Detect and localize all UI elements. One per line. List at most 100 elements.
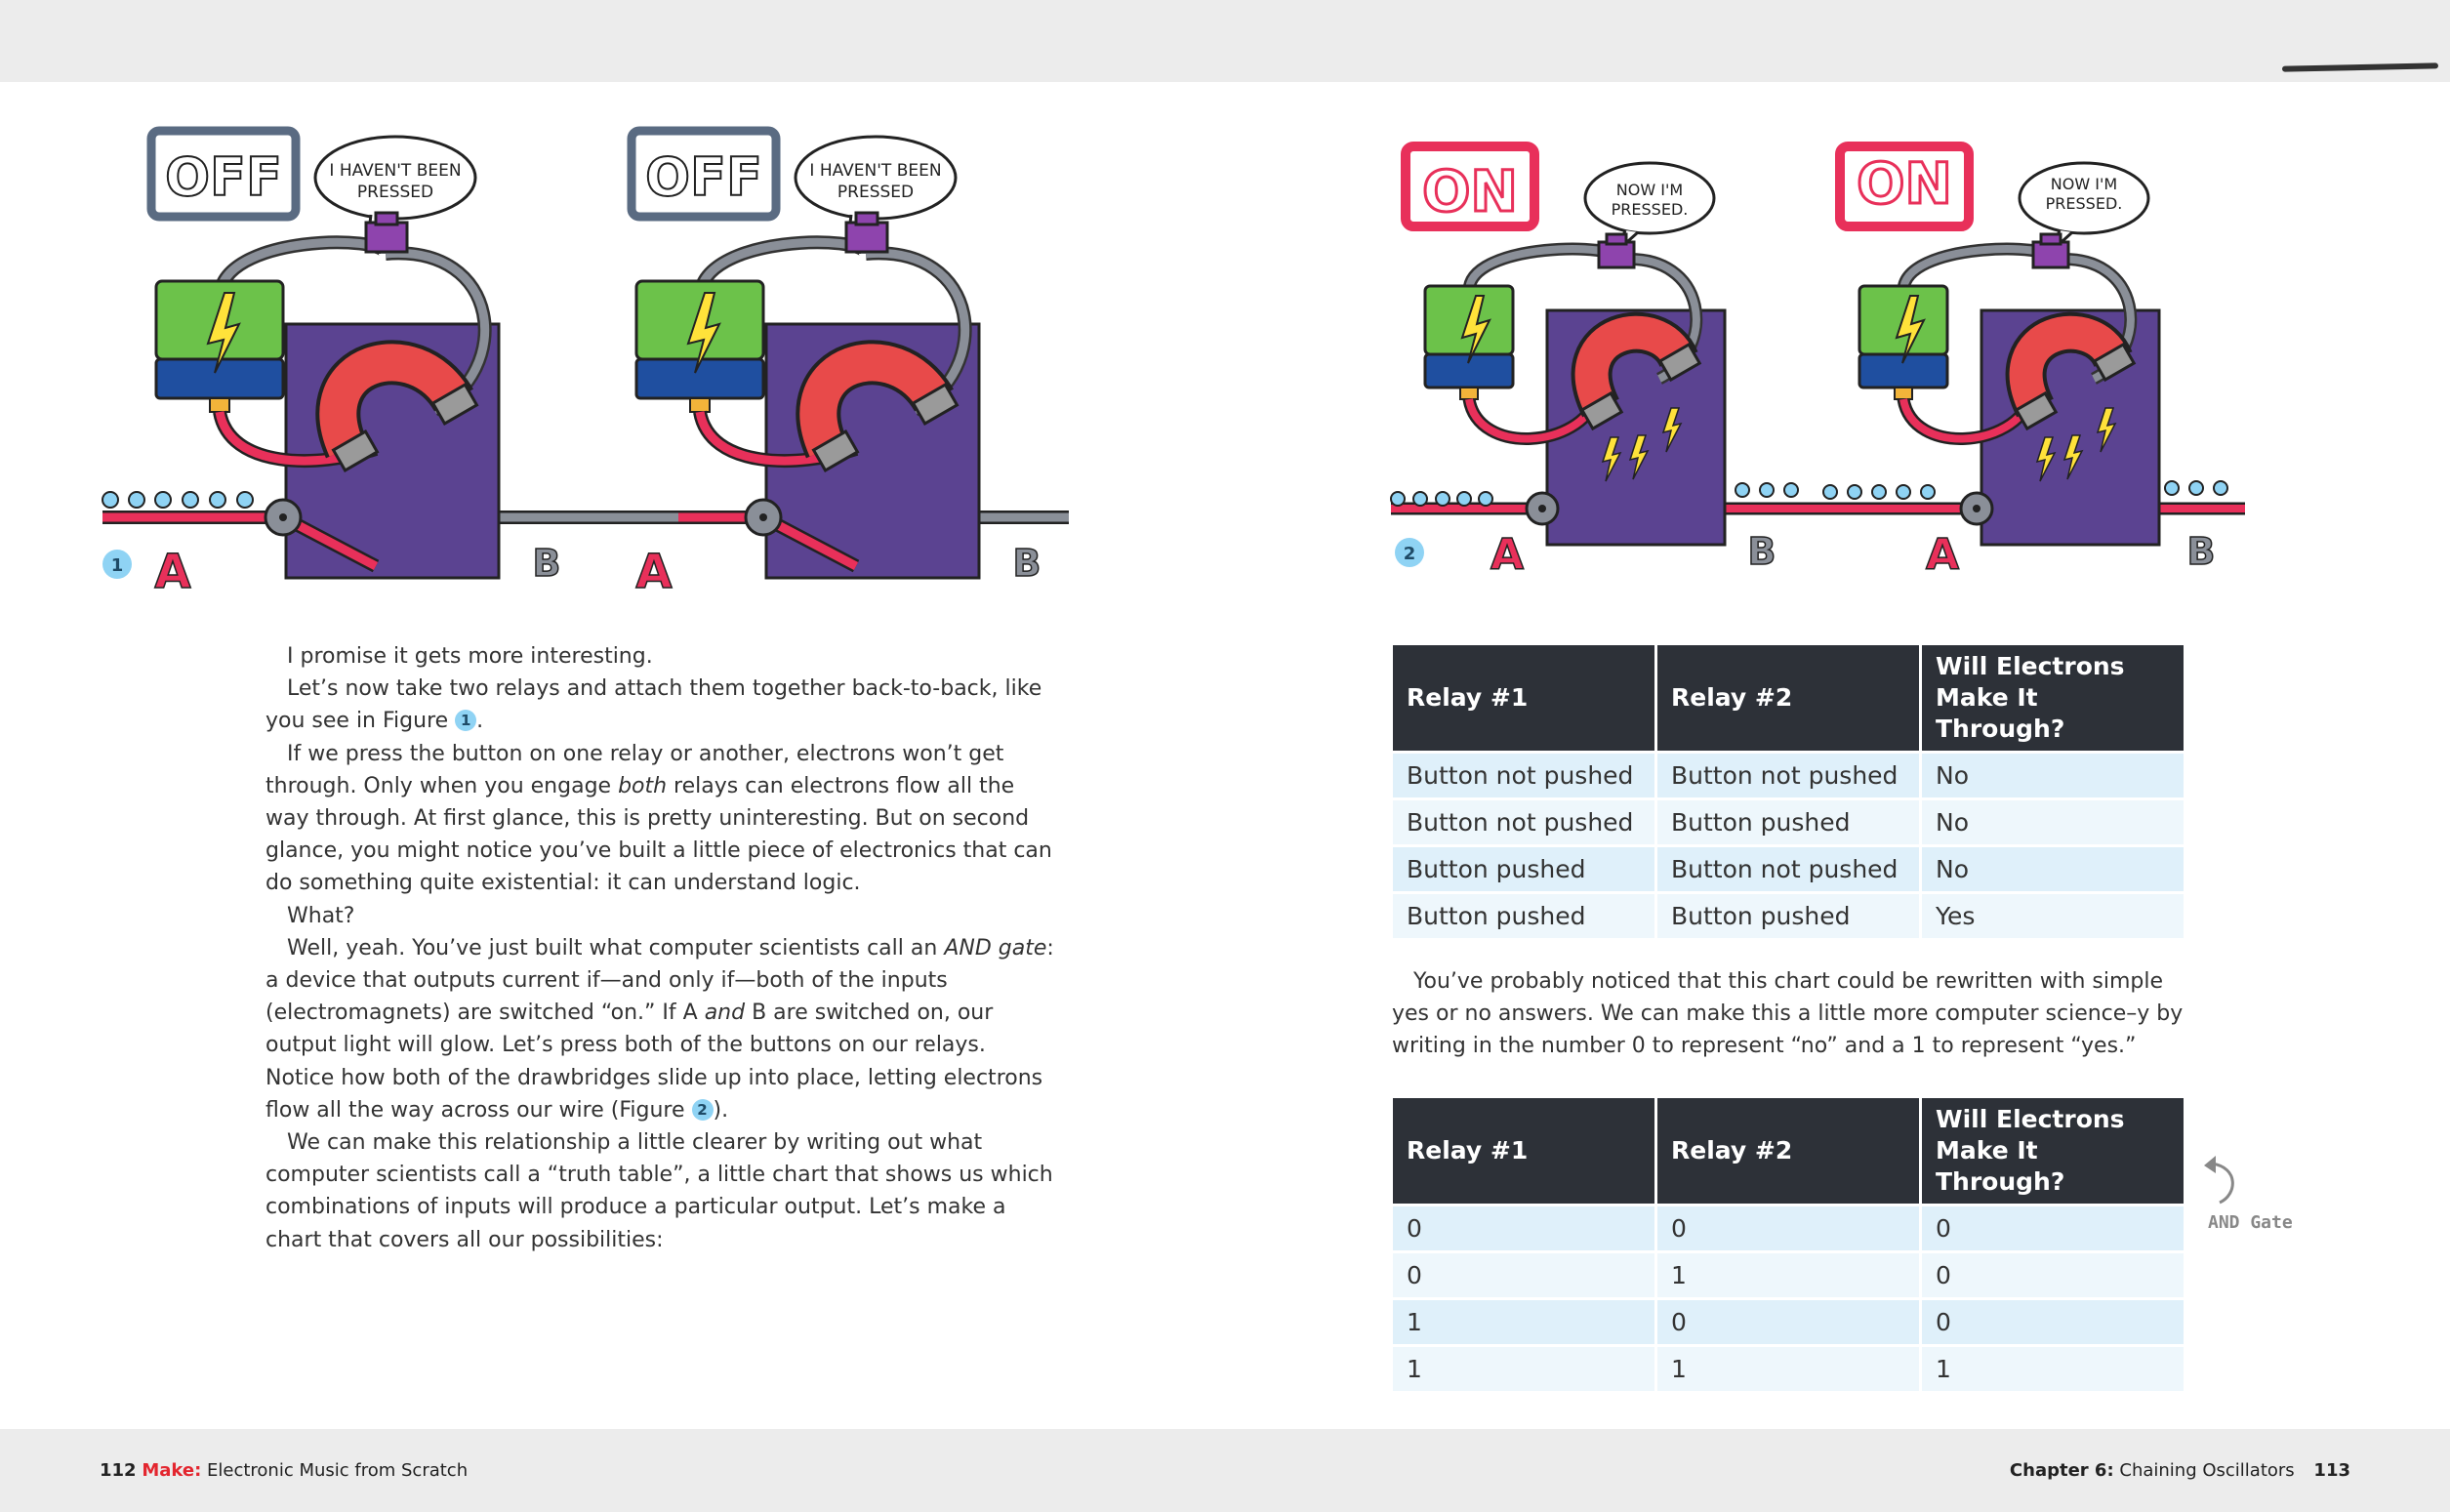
figure-1-number: 1	[111, 555, 124, 576]
table-cell: No	[1922, 800, 2184, 844]
table-cell: Yes	[1922, 894, 2184, 938]
table-cell: 0	[1393, 1253, 1654, 1297]
top-band	[0, 0, 2450, 82]
figure-1-bubble-left-line1: I HAVEN'T BEEN	[329, 161, 461, 181]
table-cell: 1	[1657, 1253, 1919, 1297]
table-cell: Button pushed	[1657, 800, 1919, 844]
table-cell: No	[1922, 847, 2184, 891]
paragraph-text: ).	[713, 1097, 729, 1123]
figure-2-bubble-left-line1: NOW I'M	[1616, 181, 1683, 199]
figure-1-label-b-left: B	[533, 542, 561, 585]
table-header-cell: Relay #2	[1657, 645, 1919, 751]
figure-2-illustration: ON ON NOW I'M PRESSED. NOW I'M PRESSED. …	[1386, 125, 2245, 581]
paragraph: We can make this relationship a little c…	[265, 1126, 1061, 1256]
paragraph-text: What?	[287, 903, 355, 928]
paragraph-text: : a device that outputs current if—and o…	[265, 935, 1054, 1026]
figure-1-sign-left: OFF	[165, 146, 282, 208]
figure-2-label-b-right: B	[2187, 530, 2216, 573]
table-row: Button pushed Button pushed Yes	[1393, 894, 2184, 938]
table-cell: Button not pushed	[1393, 754, 1654, 797]
chapter-title: Chaining Oscillators	[2119, 1460, 2295, 1481]
book-title: Electronic Music from Scratch	[207, 1460, 469, 1481]
table-cell: Button not pushed	[1657, 754, 1919, 797]
table-row: 1 0 0	[1393, 1300, 2184, 1344]
figure-1-label-b-right: B	[1013, 542, 1041, 585]
table-cell: Button pushed	[1393, 894, 1654, 938]
figure-1-bubble-right-line2: PRESSED	[837, 183, 914, 202]
left-page-number: 112	[100, 1460, 137, 1481]
emphasis: and	[704, 1001, 746, 1026]
table-cell: 1	[1657, 1347, 1919, 1391]
paragraph-text: relays can electrons flow all the way th…	[265, 773, 1052, 896]
emphasis: AND gate	[944, 935, 1047, 960]
table-cell: 0	[1657, 1206, 1919, 1250]
table-cell: 0	[1922, 1206, 2184, 1250]
paragraph-text: I promise it gets more interesting.	[287, 644, 653, 669]
figure-2-sign-right: ON	[1857, 150, 1952, 217]
table-header-cell: Will Electrons Make It Through?	[1922, 1098, 2184, 1204]
figure-1-bubble-left-line2: PRESSED	[357, 183, 433, 202]
figure-2-label-a-right: A	[1926, 530, 1959, 580]
table-cell: Button pushed	[1657, 894, 1919, 938]
table-cell: 1	[1922, 1347, 2184, 1391]
truth-table-words: Relay #1 Relay #2 Will Electrons Make It…	[1390, 642, 2186, 941]
table-row: 0 1 0	[1393, 1253, 2184, 1297]
footer-left: 112 Make: Electronic Music from Scratch	[100, 1460, 468, 1481]
figure-2-bubble-left-line2: PRESSED.	[1612, 200, 1689, 219]
paragraph-text: Well, yeah. You’ve just built what compu…	[287, 935, 945, 960]
truth-table-binary: Relay #1 Relay #2 Will Electrons Make It…	[1390, 1095, 2186, 1394]
paragraph-text: We can make this relationship a little c…	[265, 1130, 1053, 1252]
paragraph: What?	[265, 900, 1061, 932]
emphasis: both	[618, 773, 668, 798]
figure-1-label-a-left: A	[154, 545, 190, 599]
table-row: 1 1 1	[1393, 1347, 2184, 1391]
table-row: Button not pushed Button not pushed No	[1393, 754, 2184, 797]
paragraph-text: .	[476, 709, 484, 734]
figure-2-sign-left: ON	[1422, 158, 1518, 225]
paragraph-text: If we press the button on one relay or a…	[265, 741, 1004, 798]
table-header-row: Relay #1 Relay #2 Will Electrons Make It…	[1393, 645, 2184, 751]
table-cell: 1	[1393, 1300, 1654, 1344]
chapter-label: Chapter 6:	[2009, 1460, 2114, 1481]
table-header-cell: Relay #2	[1657, 1098, 1919, 1204]
footer-right: Chapter 6: Chaining Oscillators 113	[2010, 1460, 2350, 1481]
table-cell: No	[1922, 754, 2184, 797]
bottom-band	[0, 1429, 2450, 1512]
side-note-and-gate: AND Gate	[2208, 1212, 2293, 1233]
table-cell: 0	[1922, 1300, 2184, 1344]
table-header-cell: Will Electrons Make It Through?	[1922, 645, 2184, 751]
table-header-cell: Relay #1	[1393, 1098, 1654, 1204]
table-row: 0 0 0	[1393, 1206, 2184, 1250]
table-header-row: Relay #1 Relay #2 Will Electrons Make It…	[1393, 1098, 2184, 1204]
figure-1-sign-right: OFF	[645, 146, 762, 208]
paragraph: I promise it gets more interesting.	[265, 640, 1061, 673]
table-row: Button not pushed Button pushed No	[1393, 800, 2184, 844]
table-header-cell: Relay #1	[1393, 645, 1654, 751]
side-note-arrow-icon	[2204, 1156, 2234, 1205]
figure-1-illustration: OFF OFF I HAVEN'T BEEN PRESSED I HAVEN'T…	[102, 117, 1069, 605]
figure-1-bubble-right-line1: I HAVEN'T BEEN	[809, 161, 941, 181]
figure-2-label-a-left: A	[1490, 530, 1524, 580]
table-cell: Button pushed	[1393, 847, 1654, 891]
table-cell: Button not pushed	[1393, 800, 1654, 844]
table-cell: 0	[1922, 1253, 2184, 1297]
right-body-text: You’ve probably noticed that this chart …	[1392, 965, 2188, 1063]
figure-2-bubble-right-line1: NOW I'M	[2051, 175, 2117, 193]
brand-make: Make:	[142, 1460, 202, 1481]
table-row: Button pushed Button not pushed No	[1393, 847, 2184, 891]
paragraph: Well, yeah. You’ve just built what compu…	[265, 932, 1061, 1126]
paragraph-text: Let’s now take two relays and attach the…	[265, 676, 1042, 734]
figure-1-label-a-right: A	[635, 545, 672, 599]
left-body-text: I promise it gets more interesting. Let’…	[265, 640, 1061, 1256]
paragraph: Let’s now take two relays and attach the…	[265, 673, 1061, 737]
paragraph: If we press the button on one relay or a…	[265, 738, 1061, 900]
table-cell: 1	[1393, 1347, 1654, 1391]
figure-ref-1: 1	[455, 710, 477, 732]
paragraph-text: B are switched on, our output light will…	[265, 1001, 1043, 1123]
table-cell: 0	[1657, 1300, 1919, 1344]
paragraph-text: You’ve probably noticed that this chart …	[1392, 969, 2184, 1059]
figure-2-bubble-right-line2: PRESSED.	[2046, 194, 2123, 213]
table-cell: 0	[1393, 1206, 1654, 1250]
paragraph: You’ve probably noticed that this chart …	[1392, 965, 2188, 1063]
figure-2-number: 2	[1404, 544, 1416, 564]
